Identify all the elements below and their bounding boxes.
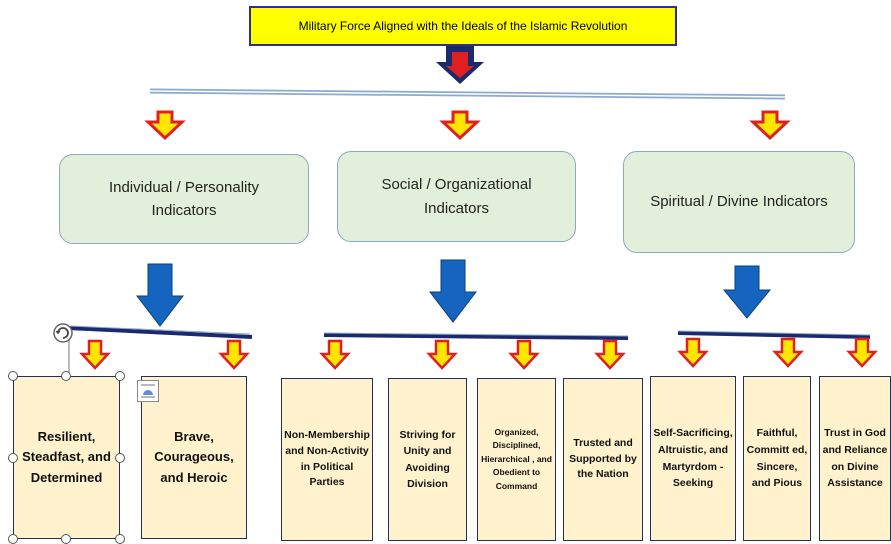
category-social: Social / Organizational Indicators xyxy=(337,151,576,242)
leaf-arrow-3 xyxy=(319,339,351,370)
resize-handle-l[interactable] xyxy=(8,453,18,463)
leaf-arrow-9 xyxy=(846,337,878,368)
leaf-arrow-2 xyxy=(218,339,250,370)
title-down-arrow-inner xyxy=(446,52,474,78)
resize-handle-t[interactable] xyxy=(61,371,71,381)
leaf-arrow-8 xyxy=(772,337,804,368)
blue-arrow-1 xyxy=(135,263,185,327)
leaf-arrow-5 xyxy=(508,339,540,370)
blue-arrow-3 xyxy=(722,265,772,319)
leaf-arrow-7 xyxy=(677,337,709,368)
leaf-trusted: Trusted and Supported by the Nation xyxy=(563,378,643,541)
category-arrow-2 xyxy=(439,110,481,141)
leaf-arrow-4 xyxy=(426,339,458,370)
resize-handle-r[interactable] xyxy=(115,453,125,463)
diagram-title: Military Force Aligned with the Ideals o… xyxy=(249,6,677,46)
group-bar-3 xyxy=(677,331,871,339)
category-arrow-3 xyxy=(749,110,791,141)
leaf-arrow-1 xyxy=(79,339,111,370)
leaf-trust-in-god: Trust in God and Reliance on Divine Assi… xyxy=(819,376,891,541)
resize-handle-tr[interactable] xyxy=(115,371,125,381)
rotate-handle-icon[interactable] xyxy=(52,322,74,344)
group-bar-2 xyxy=(323,333,629,340)
leaf-organized: Organized, Disciplined, Hierarchical , a… xyxy=(477,378,556,541)
category-individual: Individual / Personality Indicators xyxy=(59,154,309,244)
category-spiritual: Spiritual / Divine Indicators xyxy=(623,151,855,253)
group-bar-1 xyxy=(67,326,253,339)
leaf-faithful: Faithful, Committ ed, Sincere, and Pious xyxy=(743,376,811,541)
resize-handle-b[interactable] xyxy=(61,534,71,544)
leaf-resilient: Resilient, Steadfast, and Determined xyxy=(13,376,120,539)
leaf-non-membership: Non-Membership and Non-Activity in Polit… xyxy=(281,378,373,541)
leaf-brave: Brave, Courageous, and Heroic xyxy=(141,376,247,539)
resize-handle-tl[interactable] xyxy=(8,371,18,381)
category-arrow-1 xyxy=(144,110,186,141)
leaf-arrow-6 xyxy=(594,339,626,370)
blue-arrow-2 xyxy=(428,259,478,323)
resize-handle-br[interactable] xyxy=(115,534,125,544)
leaf-unity: Striving for Unity and Avoiding Division xyxy=(388,378,467,541)
layout-options-icon[interactable] xyxy=(137,380,159,402)
leaf-self-sacrificing: Self-Sacrificing, Altruistic, and Martyr… xyxy=(650,376,736,541)
resize-handle-bl[interactable] xyxy=(8,534,18,544)
